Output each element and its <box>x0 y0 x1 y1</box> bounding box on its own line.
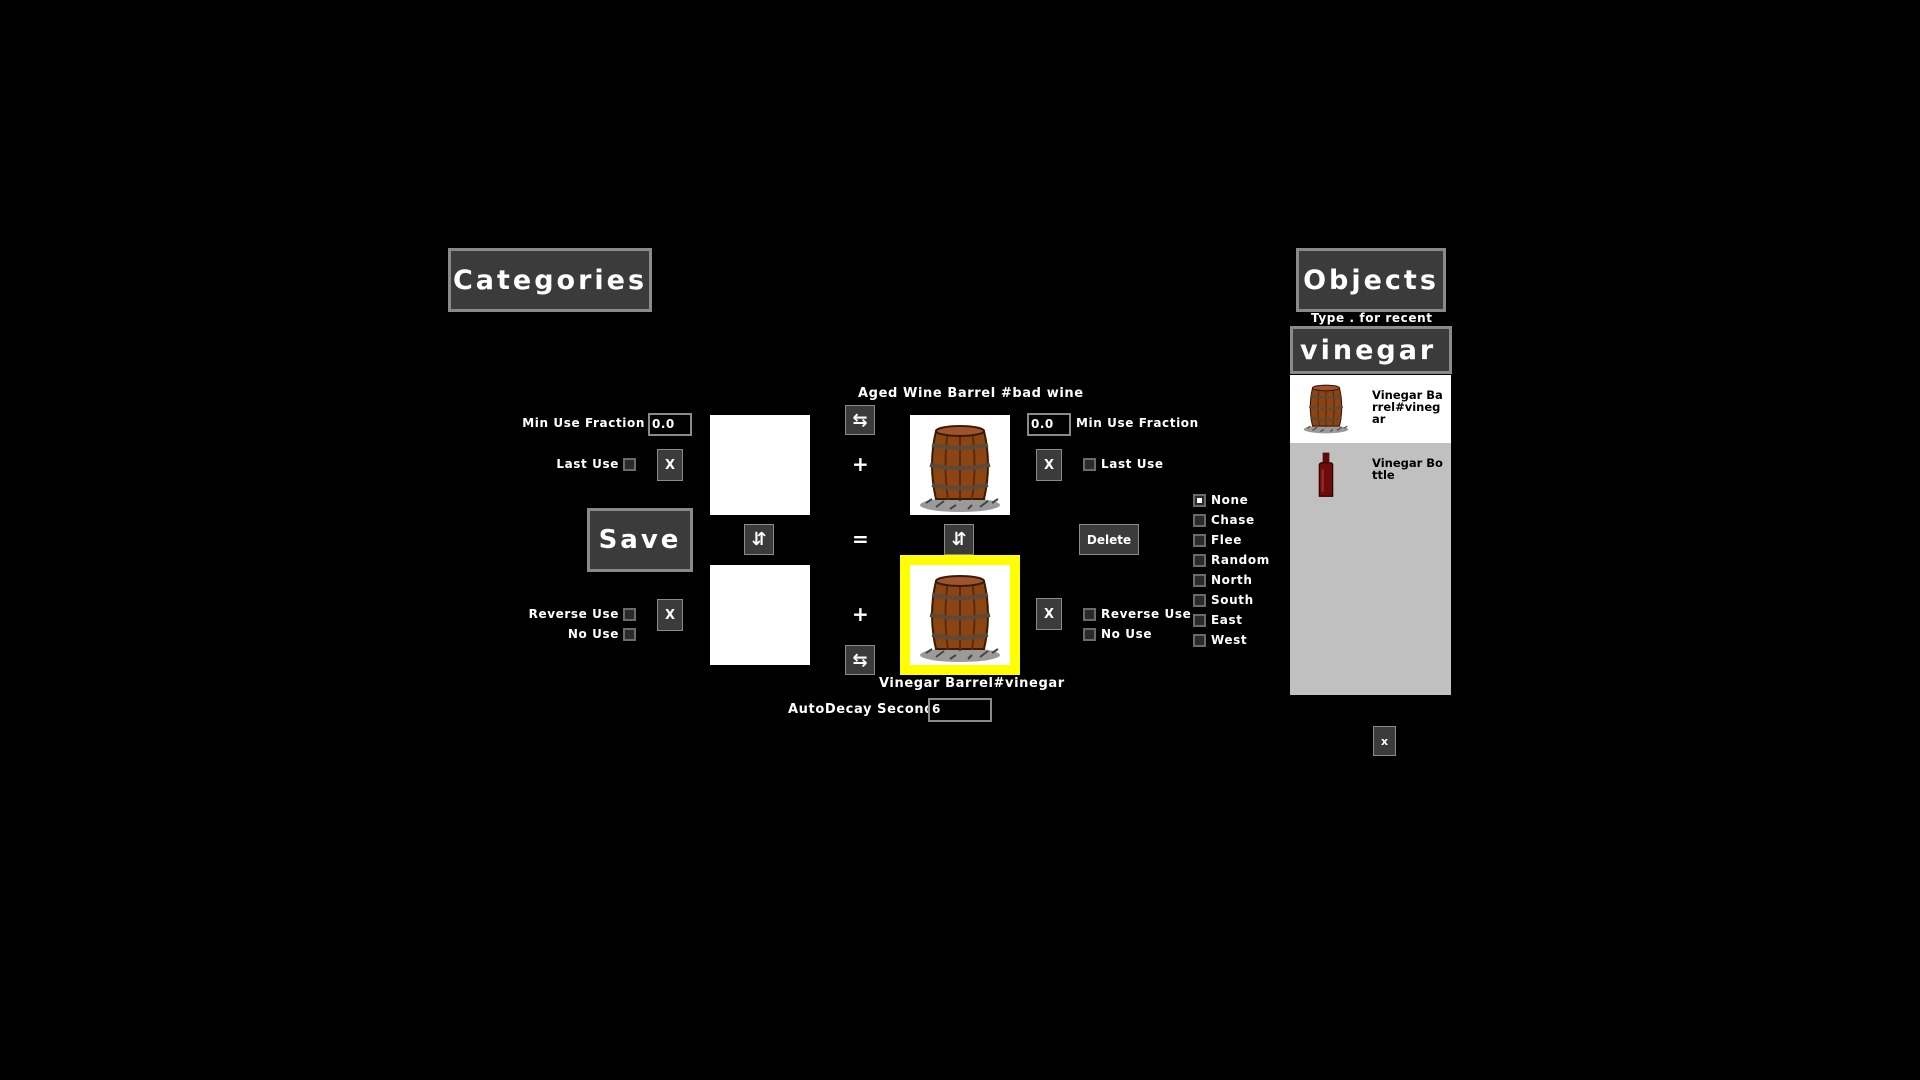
categories-label: Categories <box>452 264 648 296</box>
movement-option-north-checkbox[interactable] <box>1193 574 1206 587</box>
movement-option-chase-checkbox[interactable] <box>1193 514 1206 527</box>
clear-right-target-button[interactable]: X <box>1036 449 1062 481</box>
plus-sign-top: + <box>852 452 869 476</box>
movement-option-chase-label: Chase <box>1211 513 1255 527</box>
swap-icon: ⇆ <box>852 409 868 431</box>
equals-sign: = <box>852 527 869 551</box>
right-target-slot[interactable] <box>910 415 1010 515</box>
movement-option-none-checkbox[interactable] <box>1193 494 1206 507</box>
objects-button[interactable]: Objects <box>1296 248 1446 312</box>
autodecay-input[interactable]: 6 <box>928 698 992 722</box>
right-min-use-input[interactable]: 0.0 <box>1027 413 1071 436</box>
object-item-vinegar-barrel[interactable]: Vinegar Barrel#vinegar <box>1290 375 1451 443</box>
swap-results-button[interactable]: ⇆ <box>845 645 875 675</box>
plus-sign-bottom: + <box>852 602 869 626</box>
left-min-use-label: Min Use Fraction <box>522 416 645 430</box>
left-last-use-checkbox[interactable] <box>623 458 636 471</box>
clear-left-result-button[interactable]: X <box>657 599 683 631</box>
barrel-icon <box>918 424 1002 514</box>
flip-icon: ⇵ <box>951 529 967 550</box>
close-objects-button[interactable]: x <box>1373 726 1396 756</box>
right-reverse-use-label: Reverse Use <box>1101 607 1192 621</box>
movement-option-random-checkbox[interactable] <box>1193 554 1206 567</box>
object-search-input[interactable]: vinegar <box>1290 326 1452 374</box>
categories-button[interactable]: Categories <box>448 248 652 312</box>
movement-option-east-label: East <box>1211 613 1243 627</box>
movement-option-west-checkbox[interactable] <box>1193 634 1206 647</box>
autodecay-label: AutoDecay Seconds <box>788 702 943 717</box>
right-result-slot[interactable] <box>900 555 1020 675</box>
left-reverse-use-checkbox[interactable] <box>623 608 636 621</box>
right-no-use-checkbox[interactable] <box>1083 628 1096 641</box>
flip-icon: ⇵ <box>751 529 767 550</box>
left-actor-slot[interactable] <box>710 415 810 515</box>
movement-option-none-label: None <box>1211 493 1249 507</box>
left-last-use-label: Last Use <box>556 457 619 471</box>
right-no-use-label: No Use <box>1101 627 1153 641</box>
clear-left-actor-button[interactable]: X <box>657 449 683 481</box>
movement-option-random-label: Random <box>1211 553 1270 567</box>
object-list[interactable]: Vinegar Barrel#vinegar Vinegar Bottle <box>1290 375 1451 695</box>
movement-option-south-label: South <box>1211 593 1254 607</box>
movement-option-south-checkbox[interactable] <box>1193 594 1206 607</box>
barrel-icon <box>1302 384 1350 435</box>
barrel-icon <box>918 574 1002 664</box>
right-last-use-checkbox[interactable] <box>1083 458 1096 471</box>
bottle-icon <box>1318 452 1334 497</box>
movement-option-flee-label: Flee <box>1211 533 1242 547</box>
clear-right-result-button[interactable]: X <box>1036 598 1062 630</box>
left-min-use-input[interactable]: 0.0 <box>648 413 692 436</box>
actor-name: Aged Wine Barrel #bad wine <box>858 386 1084 401</box>
movement-option-north-label: North <box>1211 573 1253 587</box>
left-result-slot[interactable] <box>710 565 810 665</box>
flip-left-button[interactable]: ⇵ <box>744 524 774 555</box>
right-min-use-label: Min Use Fraction <box>1076 416 1199 430</box>
object-search-value: vinegar <box>1300 334 1437 366</box>
swap-icon: ⇆ <box>852 649 868 671</box>
left-no-use-label: No Use <box>567 627 619 641</box>
movement-option-west-label: West <box>1211 633 1248 647</box>
swap-actors-button[interactable]: ⇆ <box>845 405 875 435</box>
movement-option-flee-checkbox[interactable] <box>1193 534 1206 547</box>
left-no-use-checkbox[interactable] <box>623 628 636 641</box>
flip-right-button[interactable]: ⇵ <box>944 524 974 555</box>
object-item-vinegar-bottle[interactable]: Vinegar Bottle <box>1290 443 1451 511</box>
result-name: Vinegar Barrel#vinegar <box>879 676 1065 691</box>
left-reverse-use-label: Reverse Use <box>528 607 619 621</box>
save-button[interactable]: Save <box>587 508 693 572</box>
right-reverse-use-checkbox[interactable] <box>1083 608 1096 621</box>
save-label: Save <box>598 525 682 555</box>
objects-hint: Type . for recent <box>1311 311 1433 325</box>
movement-option-east-checkbox[interactable] <box>1193 614 1206 627</box>
right-last-use-label: Last Use <box>1101 457 1164 471</box>
objects-label: Objects <box>1303 264 1439 296</box>
delete-button[interactable]: Delete <box>1079 524 1139 555</box>
